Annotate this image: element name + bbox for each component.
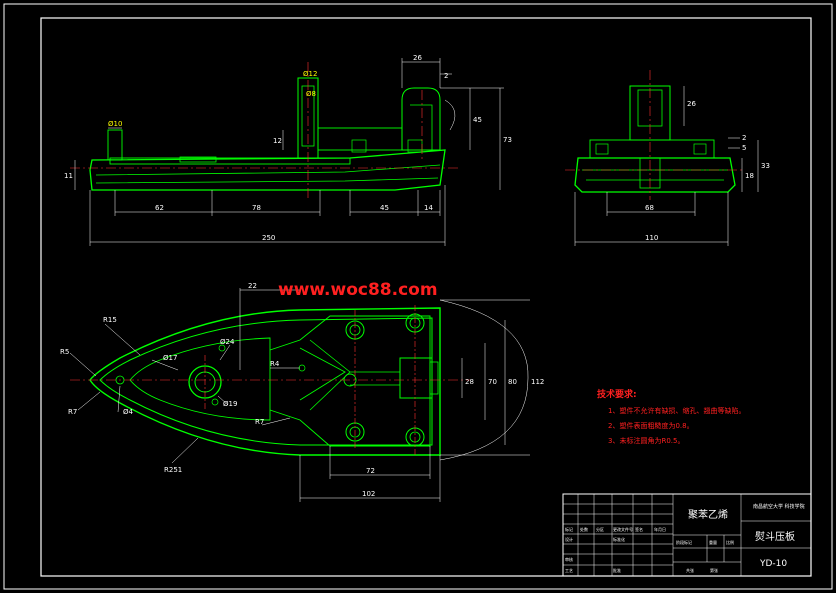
notes-title: 技术要求: — [597, 388, 637, 400]
dim-text: 33 — [761, 162, 770, 170]
dim-text: 2 — [742, 134, 746, 142]
dim-text: Ø10 — [108, 120, 122, 128]
dim-text: 11 — [64, 172, 73, 180]
dim-text: Ø17 — [163, 354, 177, 362]
dim-text: Ø4 — [123, 408, 134, 416]
dim-text: 250 — [262, 234, 275, 242]
plan-hole-large — [188, 365, 222, 399]
tb-cell: 分区 — [596, 526, 604, 532]
tb-cell: 设计 — [565, 536, 573, 542]
tb-cell: 重量 — [709, 539, 717, 545]
plan-boss — [399, 357, 433, 399]
dim-text: 12 — [273, 137, 282, 145]
dim-text: 14 — [424, 204, 433, 212]
watermark-text: www.woc88.com — [278, 280, 438, 300]
note-item: 1、塑件不允许有缺损、缩孔、翘曲等缺陷。 — [608, 406, 745, 415]
dim-text: 45 — [473, 116, 482, 124]
tb-cell: 签名 — [635, 526, 643, 532]
tb-cell: 标准化 — [613, 536, 625, 542]
tb-cell: 更改文件号 — [613, 526, 633, 532]
dim-text: 2 — [444, 72, 448, 80]
tb-cell: 阶段标记 — [676, 539, 692, 545]
dim-text: 5 — [742, 144, 746, 152]
dim-text: 28 — [465, 378, 474, 386]
tb-cell: 审核 — [565, 556, 573, 562]
part-name-text: 熨斗压板 — [755, 530, 795, 543]
dim-text: 26 — [413, 54, 422, 62]
title-block: 聚苯乙烯 南昌航空大学 科技学院 熨斗压板 YD-10 标记 处数 分区 更改文… — [562, 493, 812, 577]
tb-cell: 年月日 — [654, 526, 666, 532]
note-item: 3、未标注圆角为R0.5。 — [608, 436, 684, 445]
technical-notes: 技术要求: 1、塑件不允许有缺损、缩孔、翘曲等缺陷。 2、塑件表面粗糙度为0.8… — [597, 388, 745, 445]
dim-text: 18 — [745, 172, 754, 180]
dim-text: 112 — [531, 378, 544, 386]
dim-text: R7 — [68, 408, 77, 416]
tb-cell: 第张 — [710, 567, 718, 573]
tb-cell: 标记 — [565, 526, 573, 532]
outer-border — [3, 3, 833, 590]
material-text: 聚苯乙烯 — [688, 508, 728, 521]
front-left-post — [107, 129, 123, 161]
dim-text: Ø24 — [220, 338, 235, 346]
dim-text: R5 — [60, 348, 69, 356]
drawing-number-text: YD-10 — [759, 559, 787, 569]
tb-cell: 处数 — [580, 526, 588, 532]
dim-text: 72 — [366, 467, 375, 475]
dim-text: Ø8 — [306, 90, 316, 98]
dim-text: 45 — [380, 204, 389, 212]
dim-text: R15 — [103, 316, 117, 324]
side-body-outline — [574, 157, 736, 193]
dim-text: 78 — [252, 204, 261, 212]
dim-text: 70 — [488, 378, 497, 386]
dim-text: R7 — [255, 418, 264, 426]
tb-cell: 批准 — [613, 567, 621, 573]
dim-text: 68 — [645, 204, 654, 212]
dim-text: 80 — [508, 378, 517, 386]
plan-view — [69, 288, 530, 502]
front-dim-texts: 26 2 Ø12 Ø8 Ø10 12 45 73 11 62 78 45 14 … — [64, 54, 512, 242]
dim-text: Ø19 — [223, 400, 237, 408]
note-item: 2、塑件表面粗糙度为0.8。 — [608, 421, 694, 430]
plan-dim-texts: R15 R5 Ø17 Ø24 R4 Ø4 Ø19 R7 R7 R251 28 7… — [60, 282, 544, 498]
front-view — [70, 58, 504, 246]
front-bracket — [401, 87, 441, 151]
side-view — [565, 70, 759, 246]
plan-outer-contour — [89, 307, 441, 456]
dim-text: Ø12 — [303, 70, 317, 78]
front-body-outline — [89, 149, 446, 191]
dim-text: 62 — [155, 204, 164, 212]
dim-text: 102 — [362, 490, 375, 498]
tb-cell: 比例 — [726, 539, 734, 545]
side-dim-texts: 26 2 5 33 18 68 110 — [645, 100, 770, 242]
dim-text: 73 — [503, 136, 512, 144]
side-post — [629, 85, 671, 141]
dim-text: 26 — [687, 100, 696, 108]
dim-text: R251 — [164, 466, 182, 474]
dim-text: 22 — [248, 282, 257, 290]
dim-text: R4 — [270, 360, 280, 368]
dim-text: 110 — [645, 234, 658, 242]
school-text: 南昌航空大学 科技学院 — [753, 503, 805, 510]
tb-cell: 共张 — [686, 567, 694, 573]
tb-cell: 工艺 — [565, 568, 573, 573]
inner-frame — [40, 17, 812, 577]
